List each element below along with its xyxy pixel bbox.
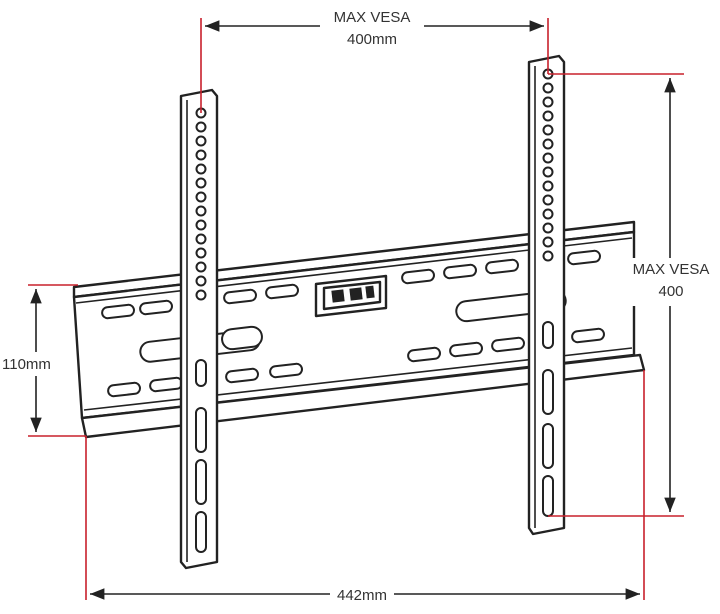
left-mounting-arm <box>179 88 219 570</box>
center-lock <box>314 274 388 318</box>
max-vesa-vertical-value: 400 <box>658 283 683 300</box>
max-vesa-horizontal-title: MAX VESA <box>334 9 411 26</box>
plate-height-label: 110mm <box>2 356 51 373</box>
plate-height-label-bg <box>0 352 66 376</box>
left-arm-holes <box>195 107 207 553</box>
extension-lines <box>28 18 684 600</box>
vesa-v-label-bg <box>628 258 714 306</box>
max-vesa-vertical-title: MAX VESA <box>633 261 710 278</box>
plate-width-label: 442mm <box>337 587 387 604</box>
right-mounting-arm <box>527 54 566 536</box>
vesa-h-label-bg <box>320 6 424 50</box>
max-vesa-horizontal-value: 400mm <box>347 31 397 48</box>
plate-width-label-bg <box>330 584 394 606</box>
